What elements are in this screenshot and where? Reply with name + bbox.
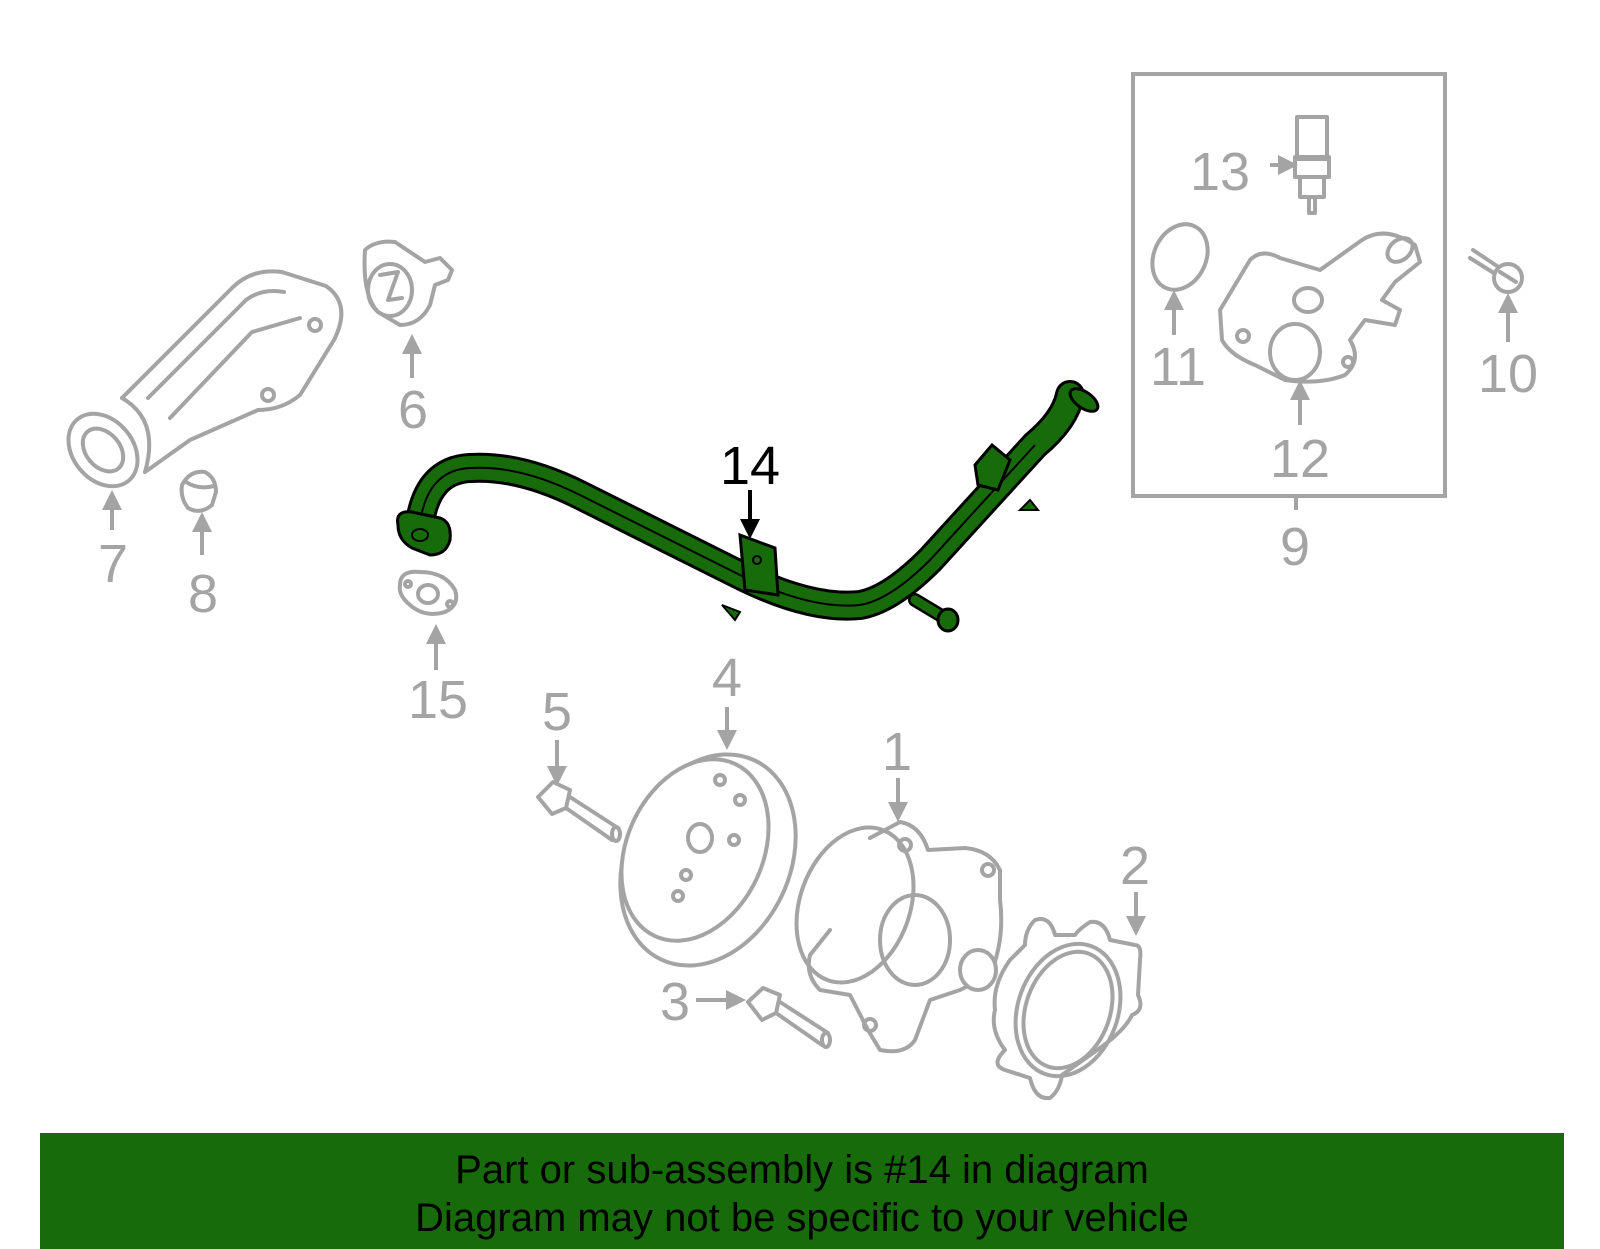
callout-15: 15 (408, 670, 468, 730)
callout-labels: 7 8 6 15 14 4 5 1 2 3 13 11 12 10 9 (98, 142, 1538, 1032)
callout-4: 4 (712, 648, 742, 708)
callout-11: 11 (1150, 337, 1206, 397)
part-4-pulley (618, 752, 798, 968)
part-8-plug (179, 469, 218, 513)
part-15-gasket (397, 569, 459, 616)
part-1-water-pump (794, 820, 1004, 1054)
callout-7: 7 (98, 534, 128, 594)
callout-10: 10 (1478, 344, 1538, 404)
part-11-o-ring (1150, 222, 1210, 292)
callout-14: 14 (720, 436, 780, 496)
banner-line-2: Diagram may not be specific to your vehi… (415, 1196, 1189, 1240)
callout-8: 8 (188, 564, 218, 624)
callout-1: 1 (882, 722, 912, 782)
part-5-bolt (536, 780, 622, 843)
callout-6: 6 (398, 380, 428, 440)
callout-3: 3 (660, 972, 690, 1032)
callout-13: 13 (1190, 142, 1250, 202)
part-2-gasket (991, 917, 1143, 1101)
callout-2: 2 (1120, 836, 1150, 896)
info-banner: Part or sub-assembly is #14 in diagram D… (40, 1133, 1564, 1249)
part-6-thermostat (362, 239, 454, 327)
callout-5: 5 (542, 682, 572, 742)
leader-lines (102, 155, 1518, 1010)
banner-line-1: Part or sub-assembly is #14 in diagram (455, 1148, 1149, 1192)
callout-12: 12 (1270, 429, 1330, 489)
callout-9: 9 (1280, 517, 1310, 577)
part-14-water-pipe (396, 380, 1100, 633)
part-3-bolt (746, 986, 832, 1049)
part-7-water-outlet (66, 269, 344, 489)
part-10-bolt (1468, 248, 1524, 294)
